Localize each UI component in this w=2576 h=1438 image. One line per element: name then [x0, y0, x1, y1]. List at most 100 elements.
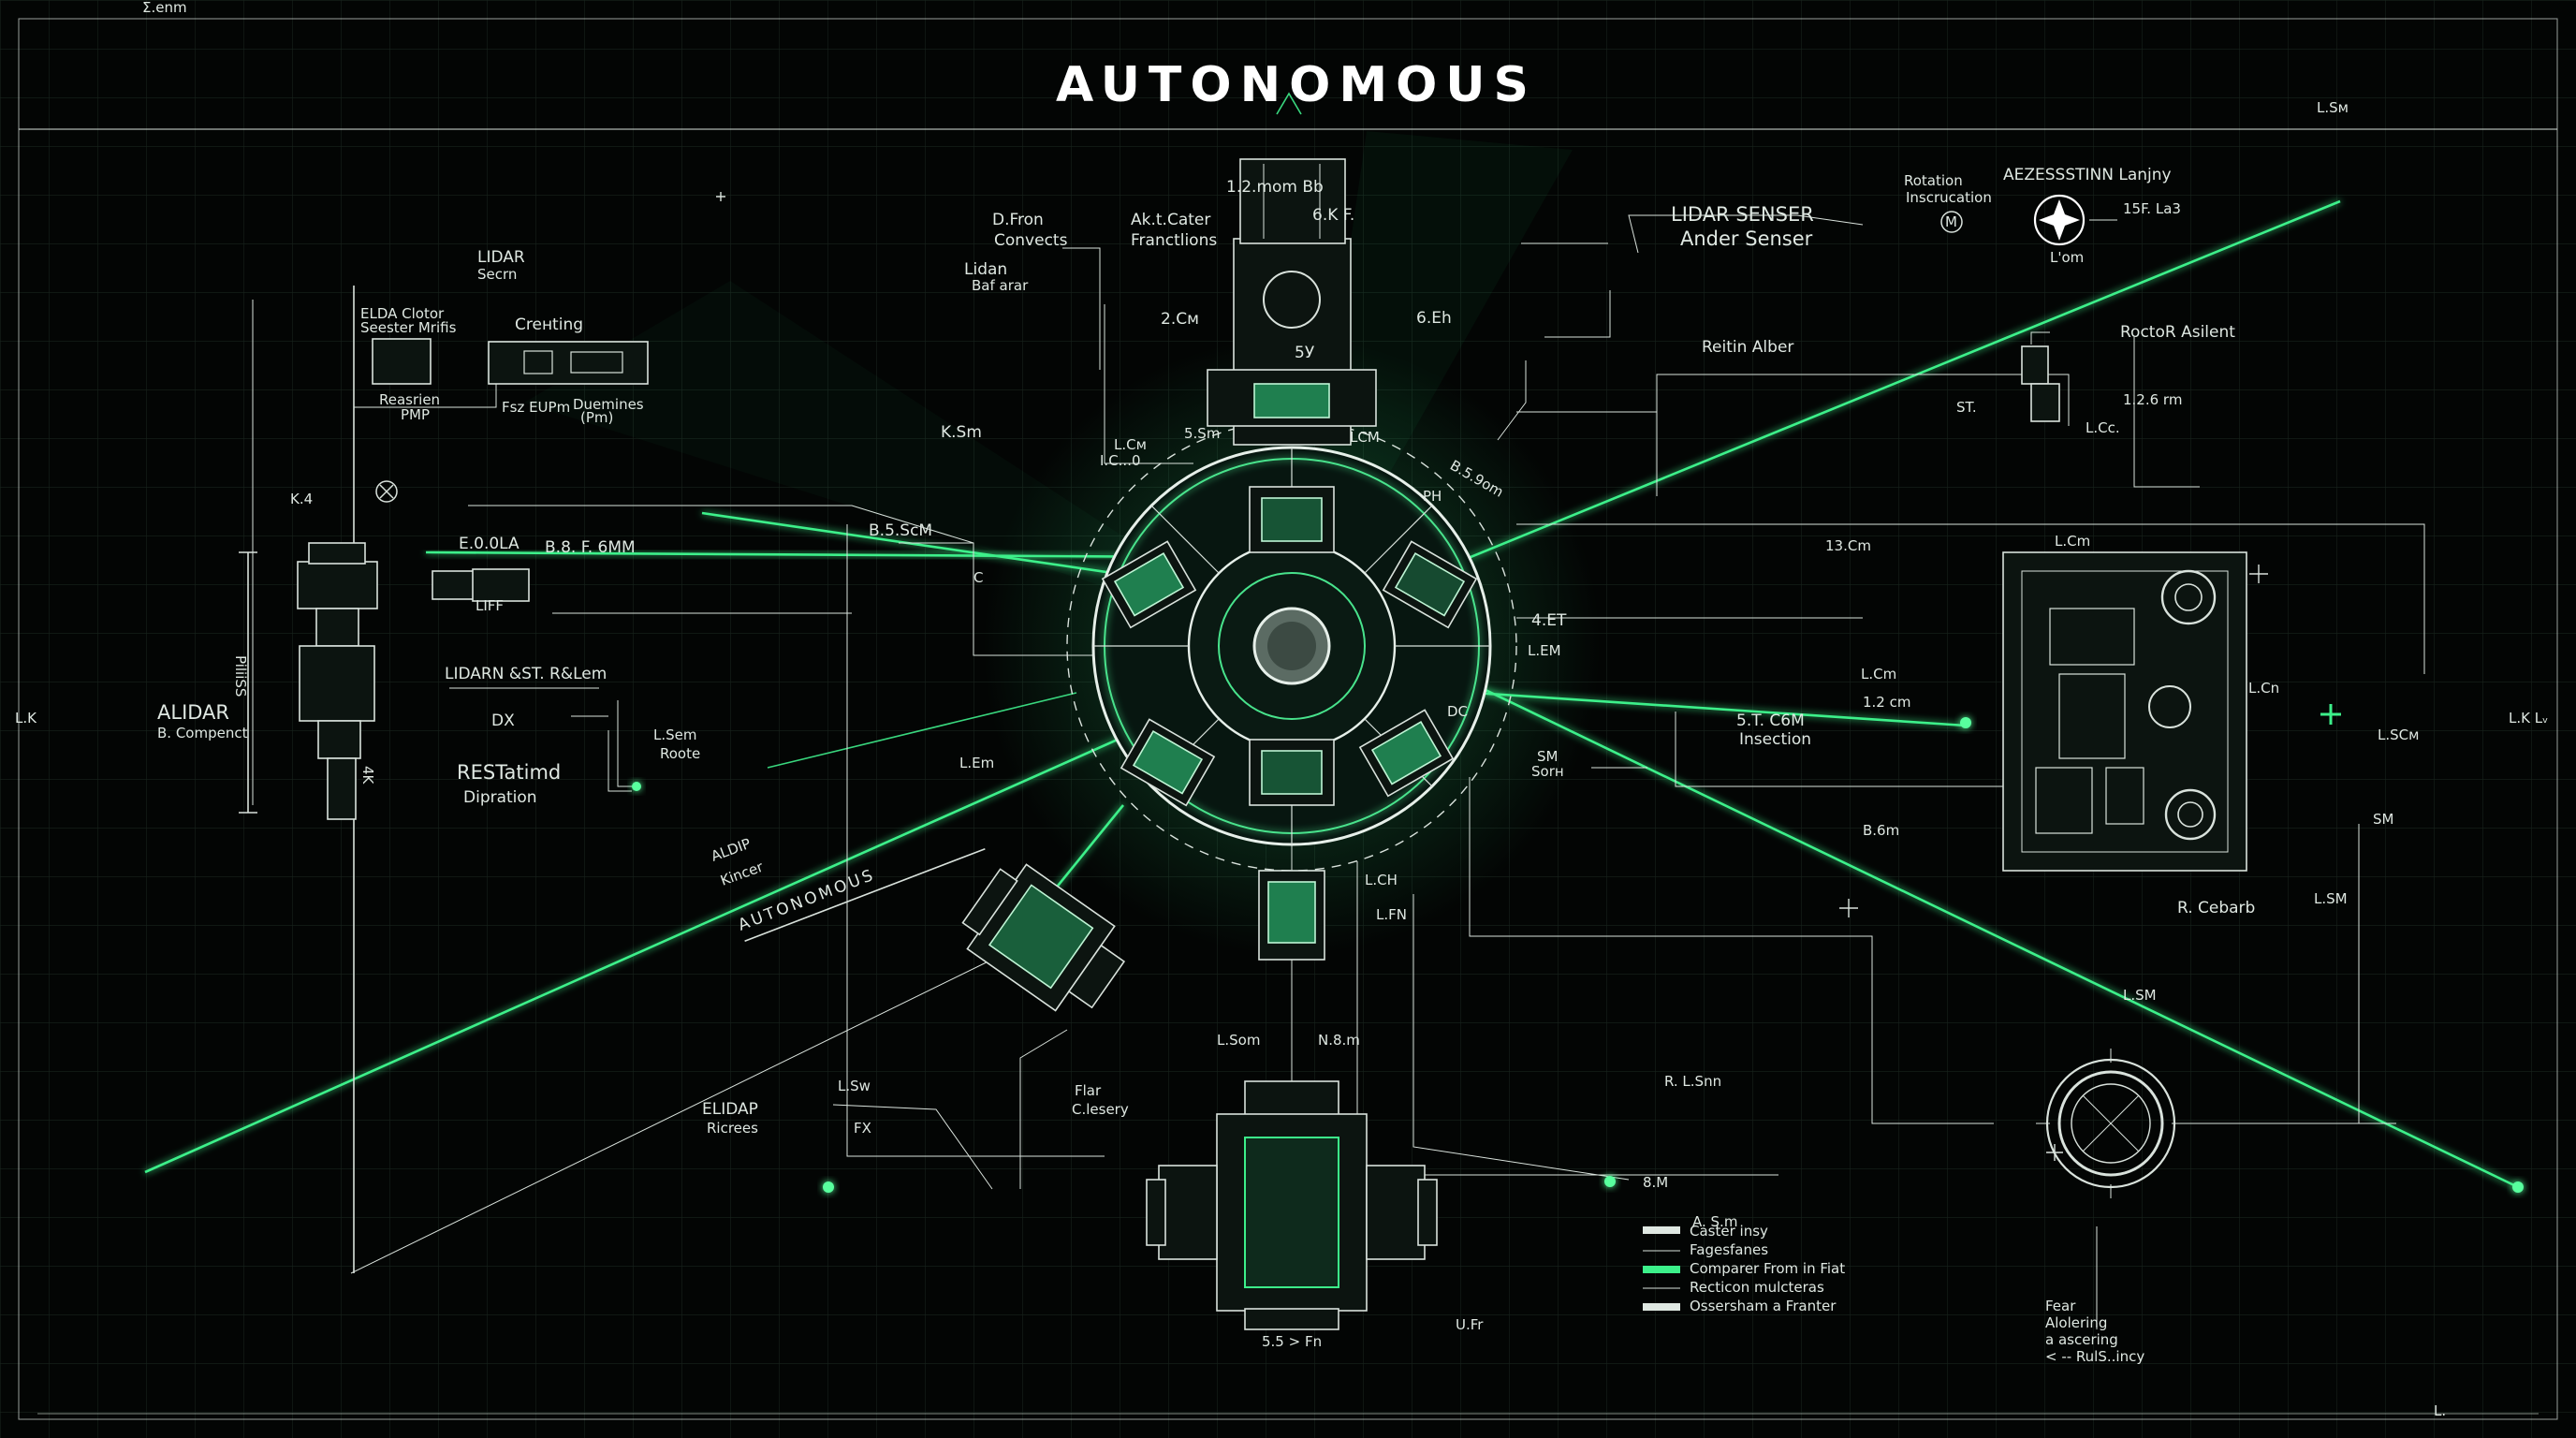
label: LIDARN &ST. R&Lem — [445, 665, 607, 683]
label: a ascering — [2045, 1331, 2118, 1348]
edge-label-left: L.K — [15, 710, 37, 726]
label: 1.2 сm — [1863, 694, 1910, 711]
label: FX — [854, 1120, 871, 1137]
label: L'om — [2050, 249, 2084, 266]
left-component-stack — [239, 338, 649, 820]
tilted-camera-module — [961, 863, 1126, 1012]
label: Dipration — [463, 788, 537, 807]
label: C.lesery — [1072, 1101, 1129, 1118]
label: L.CH — [1365, 872, 1398, 888]
label: L.SM — [2314, 890, 2348, 907]
legend-swatch-0 — [1643, 1226, 1680, 1234]
label: 5.5 > Fn — [1262, 1333, 1322, 1350]
label: Ricrees — [707, 1120, 758, 1137]
label: PiliiSS — [232, 655, 249, 697]
label: Ak.t.Cater — [1131, 211, 1210, 229]
plus-markers — [716, 192, 2341, 1161]
label: B.6m — [1863, 822, 1899, 839]
lens-icon — [2033, 194, 2117, 246]
edge-label-right: L.K Lᵥ — [2509, 710, 2548, 726]
label: Ander Senser — [1680, 227, 1813, 250]
corner-label-tr: L.Sм — [2317, 99, 2349, 116]
label: Inscrucation — [1906, 189, 1992, 206]
label: 6.K F. — [1312, 206, 1354, 225]
bottom-motor-module — [1146, 870, 1438, 1330]
label: RoctoR Asilent — [2120, 323, 2235, 342]
label: Insection — [1739, 730, 1811, 749]
label: N.8.m — [1318, 1032, 1360, 1049]
label: LIDAR — [477, 248, 525, 267]
label: Lidan — [964, 260, 1007, 279]
label: Seester Mrifis — [360, 319, 457, 336]
label: Alolering — [2045, 1314, 2107, 1331]
rotary-assembly — [1066, 420, 1517, 872]
label: K.Sm — [941, 423, 982, 442]
label: SM — [2373, 811, 2393, 828]
label: 1.2.6 rm — [2123, 391, 2182, 408]
label: U.Fr — [1456, 1316, 1484, 1333]
svg-text:M: M — [1945, 213, 1957, 230]
label: PH — [1423, 488, 1442, 505]
legend-label: Ossersham a Franter — [1690, 1298, 1837, 1314]
label: Creнting — [515, 315, 583, 334]
motor-symbol-icon: M — [1940, 211, 1963, 233]
label: D.Fron — [992, 211, 1044, 229]
label: Franctlions — [1131, 231, 1217, 250]
label: R. Cebarb — [2177, 899, 2255, 917]
label: L.Sw — [838, 1078, 871, 1094]
corner-label-tl: Σ.enm — [142, 0, 187, 16]
label: < -- RulS..incy — [2045, 1348, 2144, 1365]
top-sensor-module — [1207, 158, 1377, 446]
label: Roote — [660, 745, 700, 762]
label: K.4 — [290, 491, 313, 507]
legend-swatch-4 — [1643, 1303, 1680, 1311]
legend-label: Comparer From in Fiat — [1690, 1260, 1845, 1277]
label: C — [973, 569, 983, 586]
label: 5.Sm — [1184, 425, 1220, 442]
label: L.Cn — [2248, 680, 2279, 697]
label: DX — [491, 712, 515, 730]
legend-swatch-2 — [1643, 1266, 1680, 1273]
label: L.SCм — [2378, 726, 2419, 743]
label: L.SM — [2123, 987, 2157, 1004]
right-circuit-assembly — [2002, 331, 2247, 872]
crosshair-icon — [2036, 1049, 2186, 1198]
label: Secrn — [477, 266, 517, 283]
label: E.0.0LA — [459, 535, 520, 553]
top-labels: D.Fron Convects Lidan Baf arar Ak.t.Cate… — [964, 166, 2181, 362]
page-title: AUTONOMOUS — [1056, 57, 1537, 113]
label: A. S.m — [1692, 1213, 1737, 1230]
label: B. Compenct — [157, 725, 248, 741]
label: Baf arar — [972, 277, 1029, 294]
label: AEZESSSTINN Lanjny — [2003, 166, 2172, 184]
label: Sorн — [1531, 763, 1564, 780]
right-labels: Reitin Alber ST. RoctoR Asilent 1.2.6 rm… — [1643, 323, 2419, 1365]
legend: Caster insy Fagesfanes Comparer From in … — [1643, 1223, 1845, 1314]
label: ELDA Clotor — [360, 305, 445, 322]
label: Fear — [2045, 1298, 2076, 1314]
legend-label: Caster insy — [1690, 1223, 1768, 1240]
label: Fsz EUPm — [502, 399, 570, 416]
label: ST. — [1956, 399, 1977, 416]
label: 5.T. C6M — [1736, 712, 1805, 730]
label: Convects — [994, 231, 1068, 250]
label: 2.Cм — [1161, 310, 1199, 329]
label: L.Cm — [1861, 666, 1896, 682]
label: Reasrien — [379, 391, 440, 408]
label: L.Cm — [2055, 533, 2090, 550]
label: L.Cм — [1114, 436, 1147, 453]
label: ALIDAR — [157, 701, 229, 724]
label: PMP — [401, 406, 430, 423]
label: L.Em — [959, 755, 994, 771]
label: B.8. F. 6MM — [545, 538, 636, 557]
label: Flar — [1075, 1082, 1102, 1099]
label: L.FN — [1376, 906, 1407, 923]
legend-label: Recticon mulcteras — [1690, 1279, 1824, 1296]
label: 1.2.mom Bb — [1226, 178, 1324, 197]
label: Rotation — [1904, 172, 1963, 189]
label: 13.Cm — [1825, 537, 1871, 554]
label: I.C...0 — [1100, 452, 1141, 469]
left-labels: LIDAR Secrn ELDA Clotor Seester Mrifis C… — [157, 248, 700, 807]
label: 8.M — [1643, 1174, 1668, 1191]
label: ELIDAP — [702, 1100, 758, 1119]
